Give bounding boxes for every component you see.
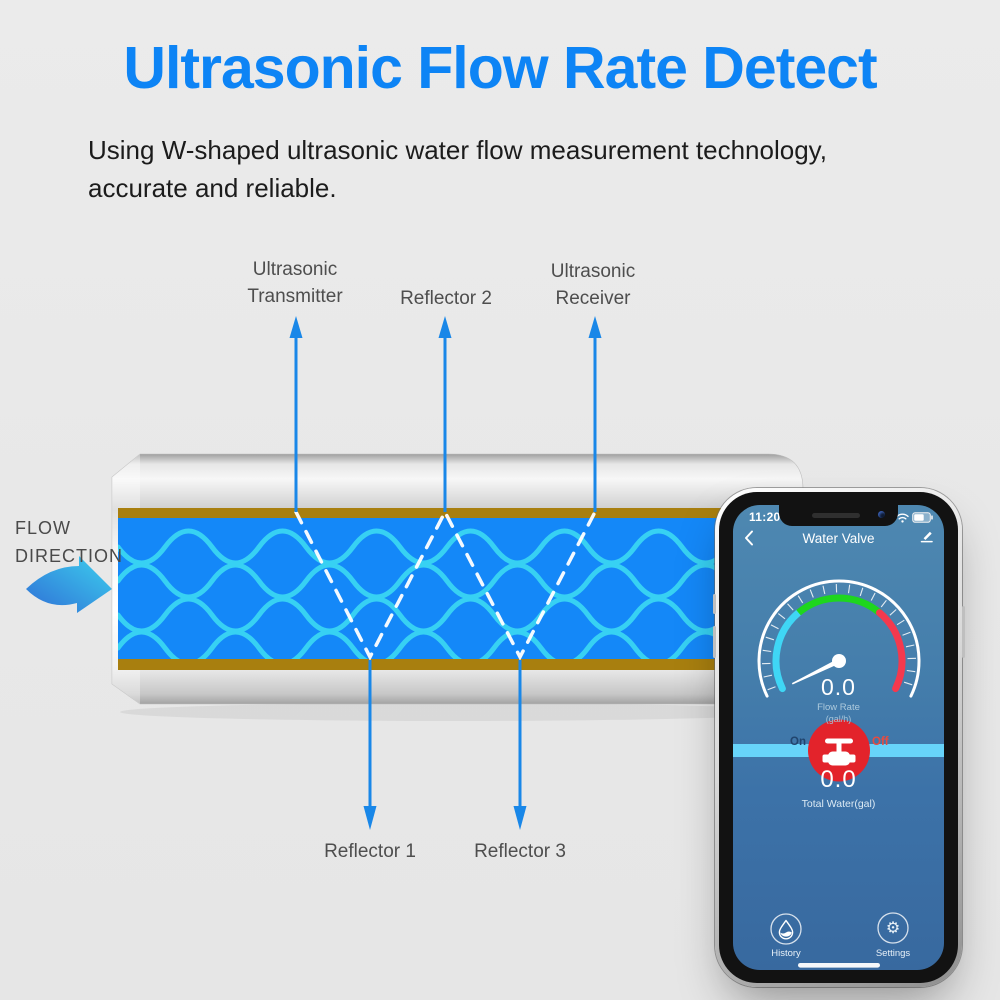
screen-title: Water Valve [802,531,875,546]
valve-on-label: On [790,736,806,748]
gauge-cyan-segment [772,609,802,693]
page-title: Ultrasonic Flow Rate Detect [123,35,877,101]
home-indicator[interactable] [798,963,880,968]
flow-direction-arrow-icon [26,556,112,613]
valve-toggle-button[interactable] [808,719,870,782]
w-beam-path [294,508,597,661]
label-reflector-3: Reflector 3 [474,841,566,862]
flow-rate-label: Flow Rate [817,702,860,713]
settings-button-circle [877,912,909,944]
front-camera [878,511,885,518]
history-label: History [771,948,801,959]
label-ultrasonic-transmitter: Ultrasonic Transmitter [247,259,343,307]
total-water-value: 0.0 [820,766,857,793]
arrowheads-up [289,316,602,338]
volume-button [712,626,716,658]
gear-icon[interactable]: ⚙ [885,920,901,937]
phone-screen: 11:20 [733,505,944,970]
pipe-wall-top [118,508,800,518]
settings-label: Settings [875,948,911,959]
total-water-label: Total Water(gal) [801,798,876,810]
gauge-red-segment [876,609,906,693]
smartphone: 11:20 [712,488,965,987]
battery-icon [912,512,933,523]
label-ultrasonic-receiver: Ultrasonic Receiver [550,261,636,309]
gauge-hub [832,654,846,668]
history-button[interactable] [770,913,802,945]
flow-direction-label: FLOW DIRECTION [15,518,123,566]
valve-icon [822,738,856,766]
earpiece-speaker [812,513,860,518]
callout-arrows-down [368,660,522,810]
gauge-needle [791,658,841,685]
valve-off-label: Off [872,736,889,748]
gauge-ticks [761,583,917,691]
phone-notch [779,505,898,526]
mute-switch [712,594,716,614]
back-button[interactable] [743,529,755,547]
flow-rate-unit: (gal/h) [825,714,852,724]
arrowheads-down [363,806,527,830]
pipe-wall-bottom [118,659,800,670]
water-drop-icon [778,919,794,940]
app-graphics [733,579,944,968]
page-subtitle: Using W-shaped ultrasonic water flow mea… [88,135,827,203]
status-time: 11:20 [749,510,781,524]
chevron-left-icon [745,530,753,546]
pipe-shadow [120,703,790,721]
callout-arrows-up [294,334,597,512]
label-reflector-2: Reflector 2 [400,288,492,309]
gauge-outer-arc [757,579,921,698]
flow-rate-value: 0.0 [821,674,856,700]
power-button [961,606,965,658]
edit-button[interactable] [919,528,934,543]
pencil-icon [920,531,933,543]
gauge-green-segment [796,594,882,616]
label-reflector-1: Reflector 1 [324,841,416,862]
